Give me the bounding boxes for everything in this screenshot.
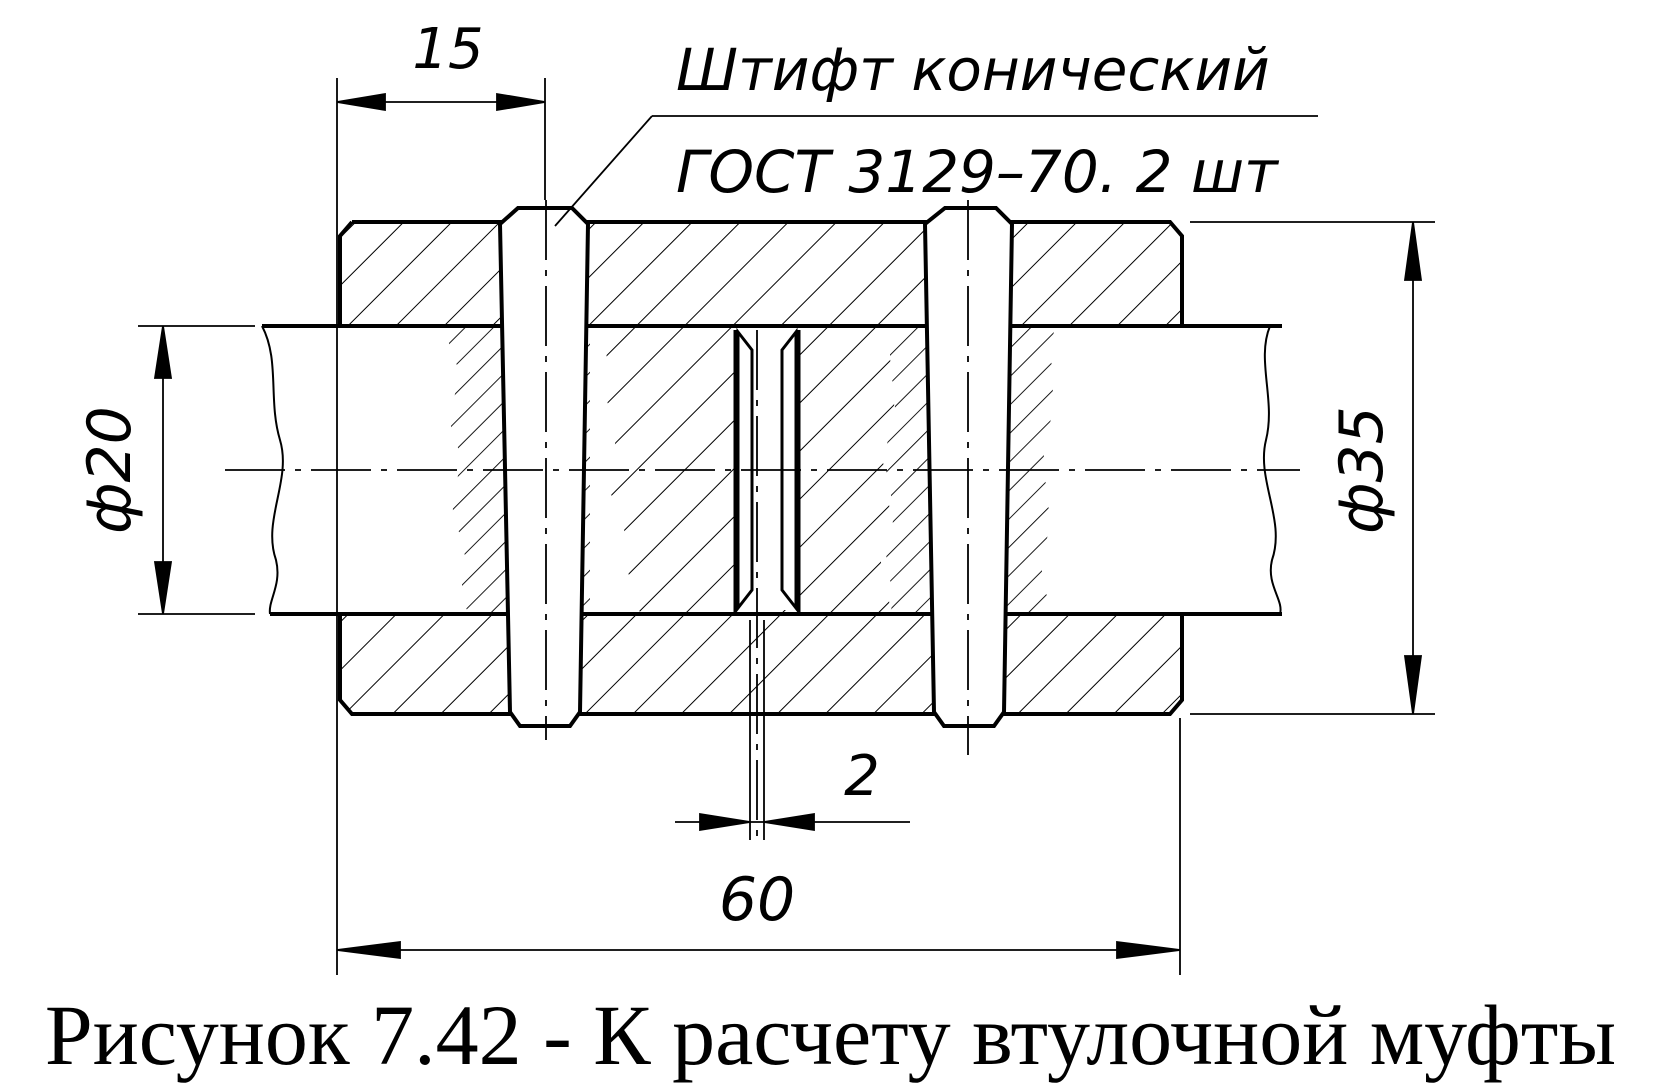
dim-sleeve-diameter: ф35 bbox=[1327, 406, 1397, 534]
break-lines bbox=[261, 325, 1282, 615]
dim-length: 60 bbox=[719, 865, 795, 935]
sleeve-bottom-wall bbox=[340, 616, 1182, 714]
figure-caption: Рисунок 7.42 - К расчету втулочной муфты bbox=[44, 987, 1617, 1083]
sleeve-top-wall bbox=[340, 222, 1182, 324]
dimension-lines bbox=[153, 92, 1423, 960]
dim-pin-offset: 15 bbox=[412, 17, 483, 82]
extension-lines bbox=[138, 78, 1435, 975]
annotation-line1: Штифт конический bbox=[676, 36, 1270, 104]
dim-shaft-diameter: ф20 bbox=[75, 406, 145, 534]
shafts bbox=[262, 324, 1282, 616]
sleeve-outline bbox=[338, 220, 1184, 716]
center-lines bbox=[225, 200, 1300, 840]
annotation-line2: ГОСТ 3129–70. 2 шт bbox=[676, 138, 1280, 206]
dim-gap: 2 bbox=[844, 744, 880, 809]
annotation-leader bbox=[554, 115, 1318, 227]
left-taper-pin bbox=[497, 206, 591, 728]
